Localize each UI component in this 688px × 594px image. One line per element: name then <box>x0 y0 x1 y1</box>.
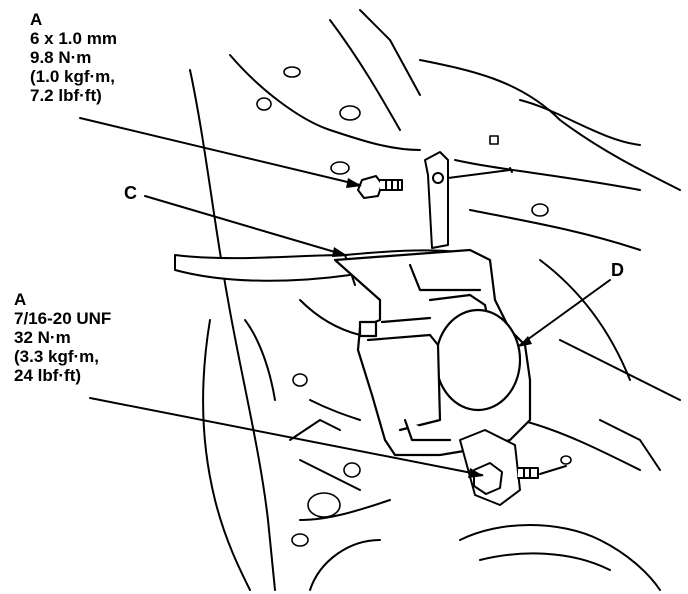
label-d-retractor: D <box>611 260 624 280</box>
panel-holes <box>256 66 572 547</box>
upper-bracket <box>424 151 449 249</box>
upper-bolt <box>357 167 513 199</box>
callout-lower-bolt-spec: A 7/16-20 UNF 32 N·m (3.3 kgf·m, 24 lbf·… <box>14 290 111 385</box>
callout-upper-torque-nm: 9.8 N·m <box>30 48 92 67</box>
callout-lower-letter: A <box>14 290 27 309</box>
lower-bolt <box>473 462 567 495</box>
label-c-belt: C <box>124 183 137 203</box>
callout-upper-size: 6 x 1.0 mm <box>30 29 117 48</box>
leader-lines <box>79 117 611 476</box>
callout-upper-bolt-spec: A 6 x 1.0 mm 9.8 N·m (1.0 kgf·m, 7.2 lbf… <box>30 10 117 105</box>
leader-arrowheads <box>332 178 532 478</box>
retractor-body <box>333 248 532 457</box>
body-panel-lines <box>189 9 681 591</box>
callout-upper-letter: A <box>30 10 43 29</box>
callout-lower-torque-nm: 32 N·m <box>14 328 71 347</box>
callout-upper-torque-kgf: (1.0 kgf·m, <box>30 67 116 86</box>
callout-lower-torque-kgf: (3.3 kgf·m, <box>14 347 100 366</box>
callout-lower-torque-lbf: 24 lbf·ft) <box>14 366 82 385</box>
callout-upper-torque-lbf: 7.2 lbf·ft) <box>30 86 102 105</box>
callout-lower-size: 7/16-20 UNF <box>14 309 112 328</box>
